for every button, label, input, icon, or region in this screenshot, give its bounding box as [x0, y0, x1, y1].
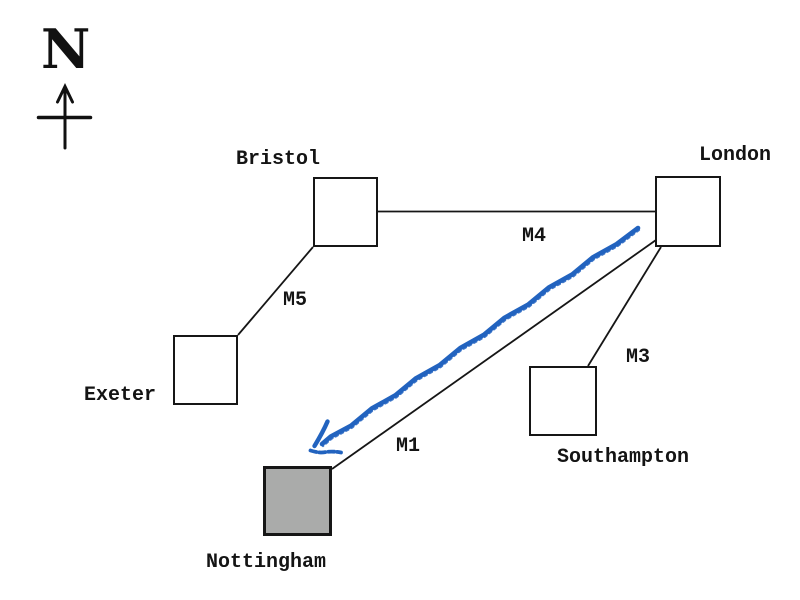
city-label-exeter: Exeter: [84, 384, 157, 407]
road-label-m4: M4: [522, 225, 547, 248]
road-label-m5: M5: [283, 289, 308, 312]
city-box-bristol: [313, 177, 378, 247]
road-m3-line: [587, 246, 662, 367]
city-label-nottingham: Nottingham: [206, 551, 327, 574]
north-arrow-icon: [36, 83, 93, 150]
city-box-exeter: [173, 335, 238, 405]
road-label-m1: M1: [396, 435, 421, 458]
road-m1-line: [331, 239, 657, 470]
route-arrow-shaft: [319, 225, 641, 447]
compass-north-label: N: [41, 17, 91, 81]
road-m5-line: [237, 246, 314, 336]
city-label-london: London: [699, 144, 772, 167]
route-arrow-texture: [321, 228, 641, 448]
route-arrow: [308, 225, 641, 455]
city-box-nottingham-highlighted: [263, 466, 332, 536]
city-label-bristol: Bristol: [236, 148, 321, 171]
city-box-southampton: [529, 366, 597, 436]
road-label-m3: M3: [626, 346, 651, 369]
city-box-london: [655, 176, 721, 247]
city-label-southampton: Southampton: [557, 446, 690, 469]
route-arrowhead-upper-barb: [312, 419, 330, 449]
route-arrowhead-lower-squiggle: [308, 448, 343, 455]
